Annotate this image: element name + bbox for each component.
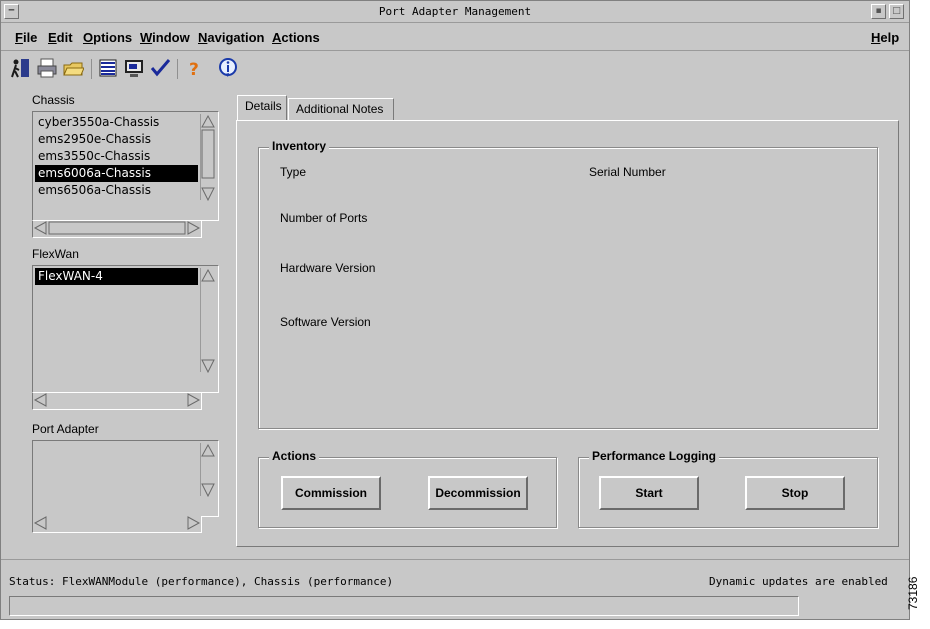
chassis-list-item[interactable]: ems3550c-Chassis <box>38 149 151 163</box>
help-icon[interactable]: ? <box>182 56 206 80</box>
scrollbar-arrows-icon <box>33 393 201 407</box>
minimize-icon[interactable]: ▪ <box>871 4 886 19</box>
software-version-label: Software Version <box>280 315 371 329</box>
window-title: Port Adapter Management <box>378 5 532 18</box>
monitor-icon[interactable] <box>122 56 146 80</box>
chassis-vertical-scrollbar[interactable] <box>200 114 216 202</box>
port-adapter-label: Port Adapter <box>32 422 99 436</box>
exit-icon[interactable] <box>8 56 32 80</box>
menu-help[interactable]: Help <box>871 30 900 45</box>
flexwan-listbox[interactable]: FlexWAN-4 <box>32 265 219 393</box>
print-icon[interactable] <box>35 56 59 80</box>
chassis-list-item[interactable]: cyber3550a-Chassis <box>38 115 160 129</box>
tab-additional-notes[interactable]: Additional Notes <box>288 98 394 121</box>
start-button[interactable]: Start <box>599 476 699 510</box>
svg-text:?: ? <box>189 60 199 79</box>
flexwan-list-items: FlexWAN-4 <box>35 268 198 372</box>
toolbar-separator <box>91 59 92 79</box>
actions-title: Actions <box>269 449 320 463</box>
scrollbar-arrows-icon <box>201 443 215 498</box>
chassis-list-item[interactable]: ems6006a-Chassis <box>35 165 198 182</box>
inventory-title: Inventory <box>269 139 330 153</box>
port-adapter-vertical-scrollbar[interactable] <box>200 443 216 498</box>
title-bar[interactable]: ━ Port Adapter Management ▪ □ <box>1 1 909 23</box>
port-adapter-list-items <box>35 443 198 496</box>
scrollbar-arrows-icon <box>33 221 201 235</box>
dynamic-updates-status: Dynamic updates are enabled <box>709 575 888 588</box>
toolbar: ? <box>1 53 909 85</box>
info-icon[interactable] <box>216 56 240 80</box>
toolbar-separator <box>177 59 178 79</box>
chassis-list-items: cyber3550a-Chassis ems2950e-Chassis ems355… <box>35 114 198 200</box>
menu-edit[interactable]: Edit <box>48 30 73 45</box>
commission-button[interactable]: Commission <box>281 476 381 510</box>
hardware-version-label: Hardware Version <box>280 261 376 275</box>
inventory-group: Inventory Type Serial Number Number of P… <box>258 139 878 429</box>
flexwan-list-item[interactable]: FlexWAN-4 <box>35 268 198 285</box>
details-panel: Inventory Type Serial Number Number of P… <box>236 120 899 547</box>
menu-file[interactable]: File <box>15 30 38 45</box>
menu-actions[interactable]: Actions <box>272 30 320 45</box>
actions-group: Actions Commission Decommission <box>258 449 557 528</box>
performance-logging-group: Performance Logging Start Stop <box>578 449 878 528</box>
port-adapter-listbox[interactable] <box>32 440 219 517</box>
chassis-list-item[interactable]: ems6506a-Chassis <box>38 183 151 197</box>
flexwan-horizontal-scrollbar[interactable] <box>32 393 202 410</box>
tab-details[interactable]: Details <box>237 95 287 120</box>
status-bar: Status: FlexWANModule (performance), Cha… <box>1 559 909 621</box>
chassis-listbox[interactable]: cyber3550a-Chassis ems2950e-Chassis ems355… <box>32 111 219 221</box>
maximize-icon[interactable]: □ <box>889 4 904 19</box>
menu-bar: File Edit Options Window Navigation Acti… <box>1 25 909 51</box>
port-adapter-horizontal-scrollbar[interactable] <box>32 516 202 533</box>
serial-number-label: Serial Number <box>589 165 666 179</box>
flexwan-label: FlexWan <box>32 247 79 261</box>
stop-button[interactable]: Stop <box>745 476 845 510</box>
chassis-list-item[interactable]: ems2950e-Chassis <box>38 132 152 146</box>
chassis-horizontal-scrollbar[interactable] <box>32 221 202 238</box>
progress-bar <box>9 596 799 616</box>
performance-logging-title: Performance Logging <box>589 449 720 463</box>
figure-id: 73186 <box>906 576 920 610</box>
decommission-button[interactable]: Decommission <box>428 476 528 510</box>
scrollbar-arrows-icon <box>201 114 215 202</box>
type-label: Type <box>280 165 307 179</box>
flexwan-vertical-scrollbar[interactable] <box>200 268 216 374</box>
menu-navigation[interactable]: Navigation <box>198 30 265 45</box>
chassis-list-item[interactable]: ems6509neb-Chassis <box>35 199 198 200</box>
check-icon[interactable] <box>148 56 172 80</box>
open-folder-icon[interactable] <box>61 56 85 80</box>
menu-window[interactable]: Window <box>140 30 190 45</box>
scrollbar-arrows-icon <box>201 268 215 374</box>
number-of-ports-label: Number of Ports <box>280 211 368 225</box>
status-text: Status: FlexWANModule (performance), Cha… <box>9 575 394 588</box>
list-icon[interactable] <box>96 56 120 80</box>
scrollbar-arrows-icon <box>33 516 201 530</box>
chassis-label: Chassis <box>32 93 75 107</box>
application-window: ━ Port Adapter Management ▪ □ File Edit … <box>0 0 910 620</box>
menu-options[interactable]: Options <box>83 30 133 45</box>
window-menu-icon[interactable]: ━ <box>4 4 19 19</box>
